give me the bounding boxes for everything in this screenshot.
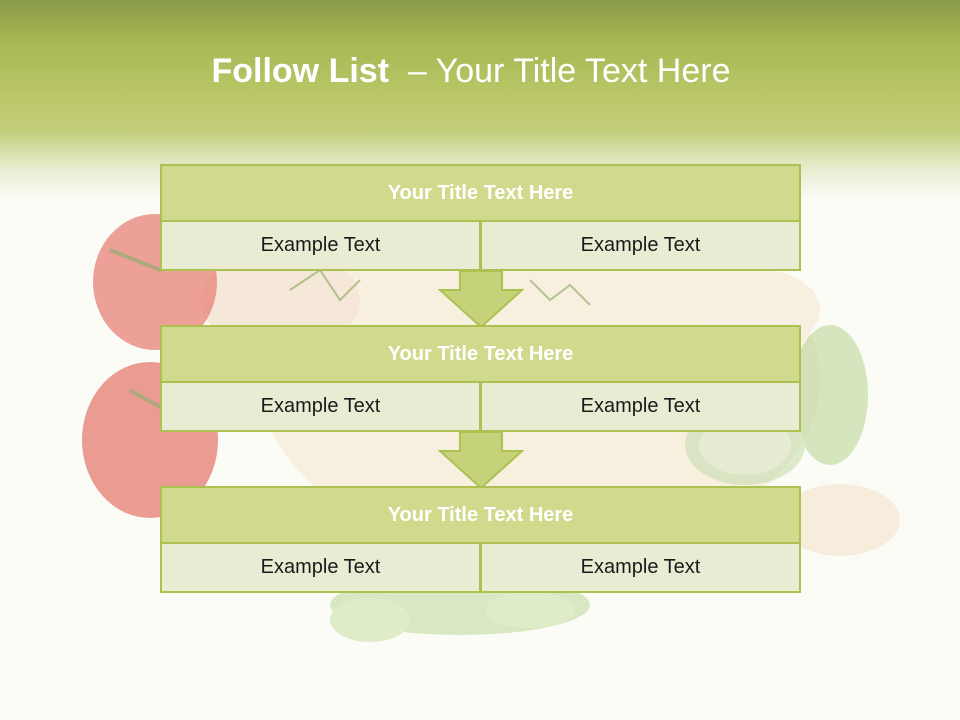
down-arrow-icon xyxy=(438,431,524,489)
slide-title: Follow List – Your Title Text Here xyxy=(0,52,942,91)
block-cell-left[interactable]: Example Text xyxy=(160,381,481,432)
block-title[interactable]: Your Title Text Here xyxy=(160,325,801,383)
block-title[interactable]: Your Title Text Here xyxy=(160,486,801,544)
block-cell-left[interactable]: Example Text xyxy=(160,542,481,593)
block-cell-left[interactable]: Example Text xyxy=(160,220,481,271)
block-title[interactable]: Your Title Text Here xyxy=(160,164,801,222)
slide-title-strong: Follow List xyxy=(211,52,390,90)
block-cell-right[interactable]: Example Text xyxy=(480,381,801,432)
block-cell-right[interactable]: Example Text xyxy=(480,220,801,271)
slide-title-light: – Your Title Text Here xyxy=(407,52,731,90)
dill-sprigs xyxy=(289,268,591,306)
block-cell-right[interactable]: Example Text xyxy=(480,542,801,593)
down-arrow-icon xyxy=(438,270,524,328)
